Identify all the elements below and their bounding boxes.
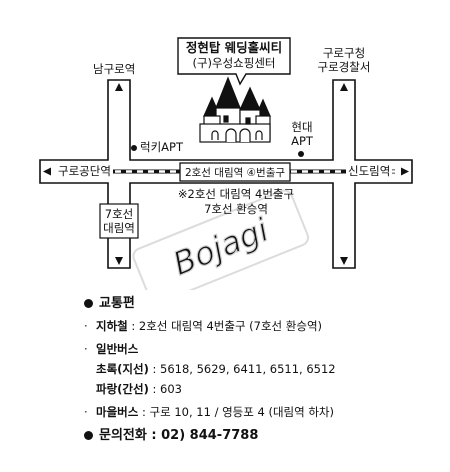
line7-box-line2: 대림역 <box>103 221 135 235</box>
middle-dot-icon: · <box>84 405 88 419</box>
bullet-icon <box>84 299 93 308</box>
landmark-hyundai-line1: 현대 <box>291 120 313 134</box>
svg-text:Bojagi: Bojagi <box>168 211 274 283</box>
arrow-down-icon <box>115 257 123 265</box>
road-label-sindorim: 신도림역 <box>346 164 393 178</box>
landmark-lucky-apt: 럭키APT <box>140 140 183 154</box>
road-label-guro-gucheong: 구로구청 <box>322 46 366 60</box>
arrow-down-icon <box>340 257 348 265</box>
lucky-apt-marker <box>131 145 137 151</box>
hyundai-apt-marker <box>298 151 304 157</box>
middle-dot-icon: · <box>84 319 88 333</box>
line7-station-box <box>99 203 139 239</box>
venue-callout <box>177 37 291 86</box>
phone-number: : 02) 844-7788 <box>151 428 259 443</box>
village-bus-row: ·마을버스 : 구로 10, 11 / 영등포 4 (대림역 하차) <box>84 405 334 419</box>
location-map: Bojagi 2호선 대림역 ④번출구 <box>39 37 413 290</box>
svg-text:2호선 대림역 ④번출구: 2호선 대림역 ④번출구 <box>185 167 285 179</box>
phone-row: 문의전화 : 02) 844-7788 <box>84 424 258 443</box>
arrow-left-icon <box>43 167 51 176</box>
transport-info: 교통편 ·지하철 : 2호선 대림역 4번출구 (7호선 환승역) ·일반버스 … <box>0 286 450 472</box>
venue-name: 정현탑 웨딩홀씨티 <box>185 40 283 55</box>
transfer-note-line1: ※2호선 대림역 4번출구 <box>177 187 295 201</box>
middle-dot-icon: · <box>84 342 88 356</box>
road-label-guro-gongdan: 구로공단역 <box>56 164 113 178</box>
line7-box-line1: 7호선 <box>104 207 134 221</box>
bus-heading-row: ·일반버스 <box>84 342 139 356</box>
station-box-daerim: 2호선 대림역 ④번출구 <box>179 162 291 182</box>
bullet-icon <box>84 431 93 440</box>
transfer-note-line2: 7호선 환승역 <box>204 202 268 216</box>
road-label-namguro: 남구로역 <box>93 62 136 76</box>
transport-heading: 교통편 <box>84 292 135 311</box>
green-bus-row: 초록(지선) : 5618, 5629, 6411, 6511, 6512 <box>96 362 336 376</box>
subway-row: ·지하철 : 2호선 대림역 4번출구 (7호선 환승역) <box>84 319 323 333</box>
wedding-hall-building-icon <box>199 76 271 143</box>
blue-bus-row: 파랑(간선) : 603 <box>96 382 182 396</box>
arrow-up-icon <box>340 83 348 91</box>
road-label-guro-police: 구로경찰서 <box>317 60 371 74</box>
landmark-hyundai-line2: APT <box>291 134 313 148</box>
arrow-up-icon <box>115 83 123 91</box>
arrow-right-icon <box>401 167 409 176</box>
venue-former-name: (구)우성쇼핑센터 <box>192 56 276 70</box>
